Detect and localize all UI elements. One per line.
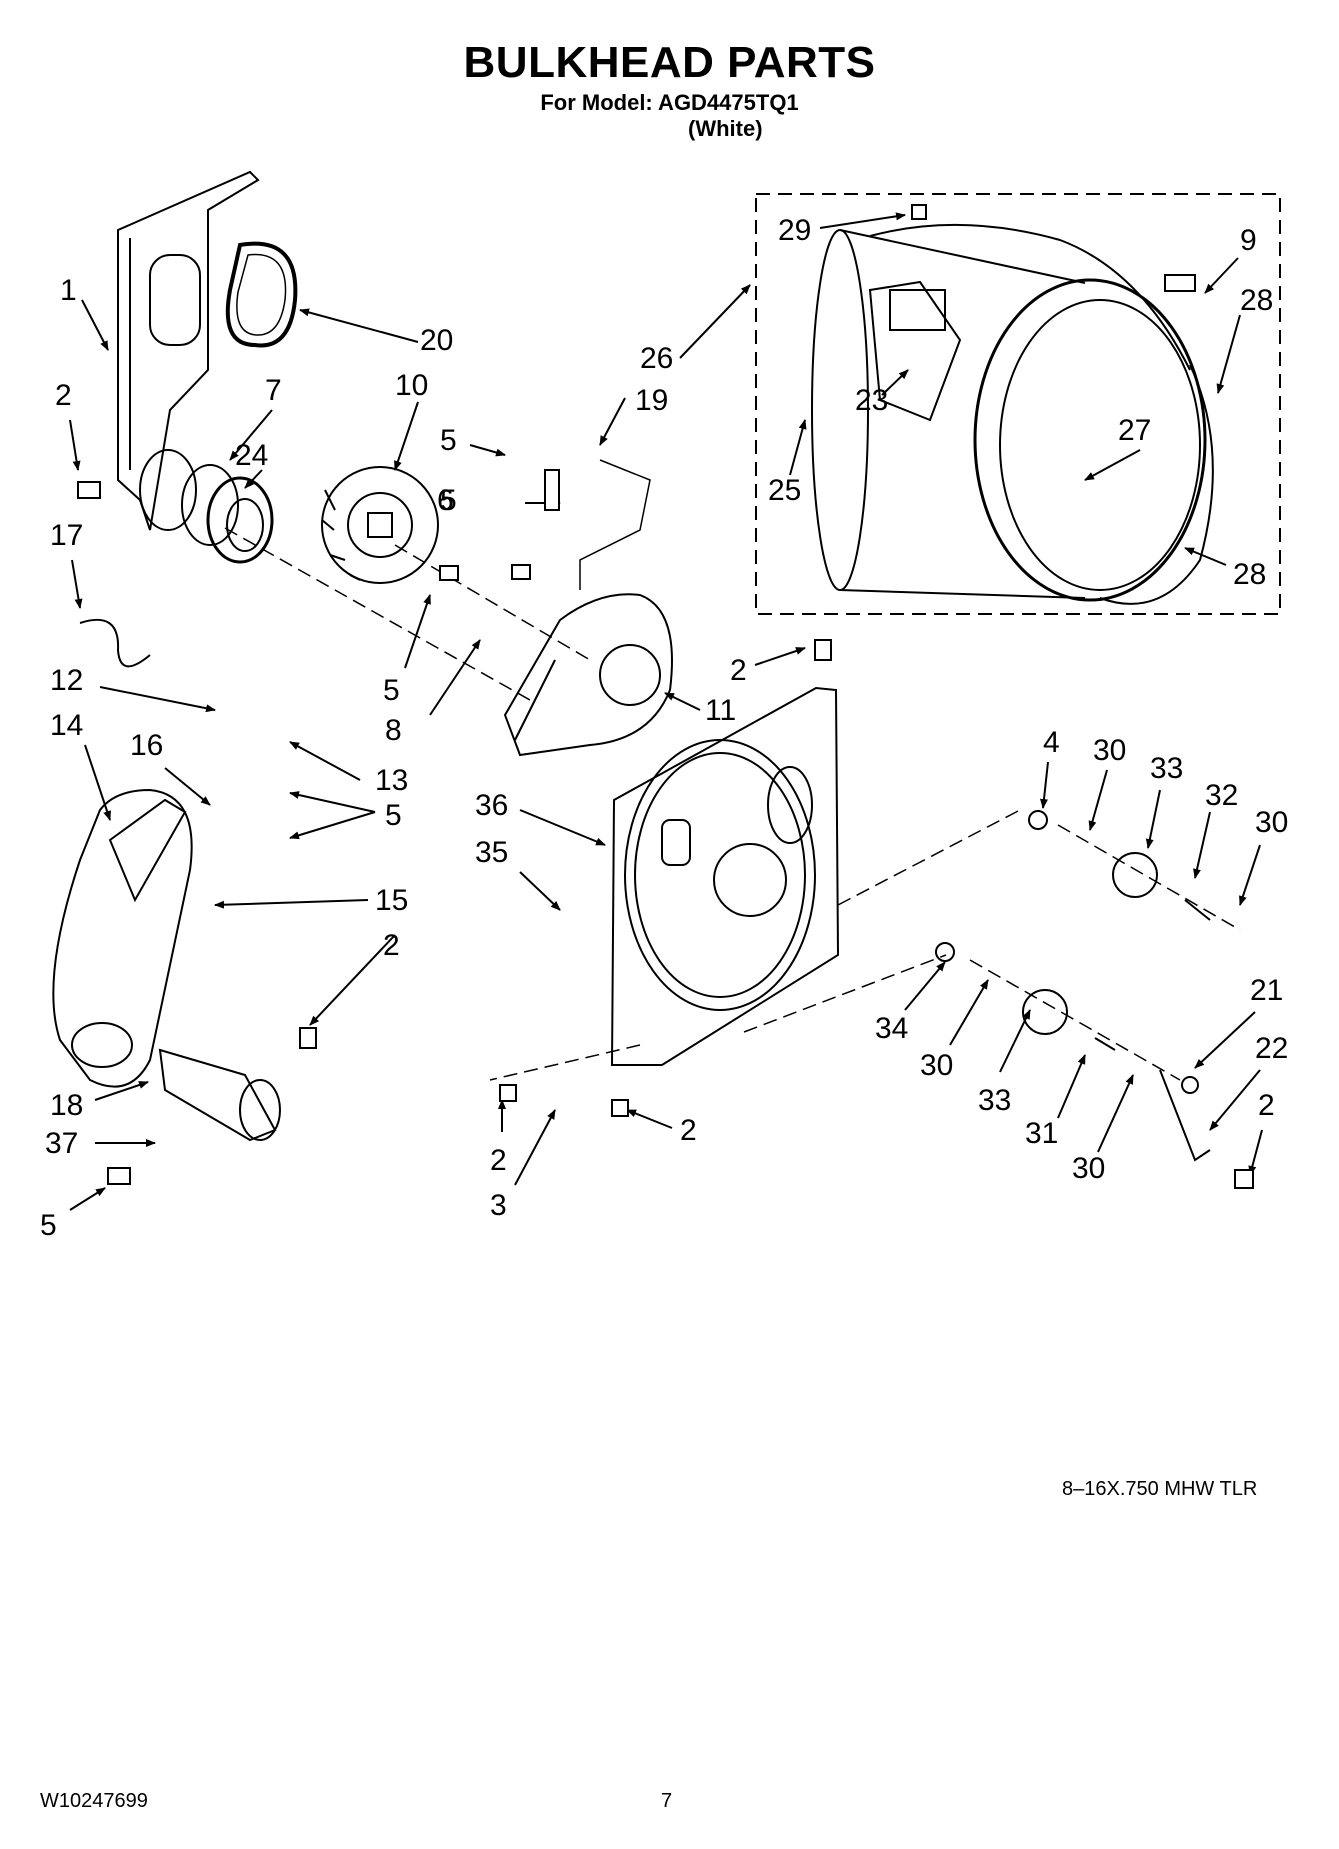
callout-label: 30 bbox=[1255, 806, 1288, 839]
drum-assembly-box bbox=[755, 193, 1281, 615]
bulkhead-panel bbox=[610, 686, 840, 1066]
callout-group: 1 2 2 2 2 2 2 3 4 5 5 5 5 5 6 7 8 bbox=[40, 212, 1288, 1242]
callout-label: 5 bbox=[383, 674, 400, 707]
seal-ring bbox=[225, 241, 298, 348]
callout-label: 31 bbox=[1025, 1117, 1058, 1150]
blower-housing bbox=[503, 593, 673, 757]
callout-label: 7 bbox=[265, 374, 282, 407]
callout-label: 34 bbox=[875, 1012, 908, 1045]
callout-label: 19 bbox=[635, 384, 668, 417]
hardware bbox=[77, 204, 1254, 1189]
callout-label: 4 bbox=[1043, 726, 1060, 759]
callout-label: 26 bbox=[640, 342, 673, 375]
drum bbox=[811, 223, 1214, 605]
callout-label: 23 bbox=[855, 384, 888, 417]
callout-label: 24 bbox=[235, 439, 268, 472]
callout-label: 3 bbox=[490, 1189, 507, 1222]
callout-label: 27 bbox=[1118, 414, 1151, 447]
callout-label: 1 bbox=[60, 274, 77, 307]
callout-label: 5 bbox=[385, 799, 402, 832]
callout-label: 11 bbox=[705, 694, 736, 727]
callout-label: 17 bbox=[50, 519, 83, 552]
blower-seal bbox=[181, 464, 274, 564]
callout-label: 9 bbox=[1240, 224, 1257, 257]
dashed-leader-lines bbox=[224, 527, 1241, 1081]
callout-label: 10 bbox=[395, 369, 428, 402]
callout-label: 20 bbox=[420, 324, 453, 357]
callout-label: 32 bbox=[1205, 779, 1238, 812]
callout-label: 2 bbox=[55, 379, 72, 412]
callout-label: 21 bbox=[1250, 974, 1283, 1007]
callout-label: 30 bbox=[1072, 1152, 1105, 1185]
callout-label: 2 bbox=[730, 654, 747, 687]
document-number: W10247699 bbox=[40, 1790, 148, 1812]
callout-label: 5 bbox=[440, 484, 457, 517]
callout-label: 5 bbox=[440, 424, 457, 457]
callout-label: 5 bbox=[40, 1209, 57, 1242]
callout-label: 28 bbox=[1233, 558, 1266, 591]
callout-label: 2 bbox=[1258, 1089, 1275, 1122]
blower-wheel bbox=[321, 466, 439, 584]
callout-label: 13 bbox=[375, 764, 408, 797]
callout-label: 2 bbox=[490, 1144, 507, 1177]
callout-label: 30 bbox=[920, 1049, 953, 1082]
callout-label: 6 bbox=[437, 484, 454, 517]
diagram-code: 8–16X.750 MHW TLR bbox=[1062, 1478, 1258, 1500]
callout-label: 15 bbox=[375, 884, 408, 917]
wire-harness bbox=[79, 618, 151, 668]
callout-label: 8 bbox=[385, 714, 402, 747]
callout-label: 30 bbox=[1093, 734, 1126, 767]
lint-duct bbox=[52, 788, 193, 1088]
callout-label: 35 bbox=[475, 836, 508, 869]
callout-label: 33 bbox=[1150, 752, 1183, 785]
callout-label: 37 bbox=[45, 1127, 78, 1160]
callout-label: 29 bbox=[778, 214, 811, 247]
exhaust-tube bbox=[158, 1048, 281, 1142]
callout-label: 16 bbox=[130, 729, 163, 762]
page-number: 7 bbox=[661, 1790, 673, 1812]
callout-label: 25 bbox=[768, 474, 801, 507]
model-line: For Model: AGD4475TQ1 bbox=[540, 90, 799, 115]
model-variant: (White) bbox=[688, 116, 763, 141]
callout-label: 2 bbox=[383, 929, 400, 962]
callout-label: 14 bbox=[50, 709, 83, 742]
callout-label: 2 bbox=[680, 1114, 697, 1147]
callout-label: 18 bbox=[50, 1089, 83, 1122]
callout-label: 33 bbox=[978, 1084, 1011, 1117]
rear-panel bbox=[117, 170, 260, 531]
wire-route bbox=[579, 459, 651, 590]
page-title: BULKHEAD PARTS bbox=[463, 38, 876, 87]
callout-label: 22 bbox=[1255, 1032, 1288, 1065]
callout-label: 28 bbox=[1240, 284, 1273, 317]
callout-label: 36 bbox=[475, 789, 508, 822]
callout-label: 12 bbox=[50, 664, 83, 697]
